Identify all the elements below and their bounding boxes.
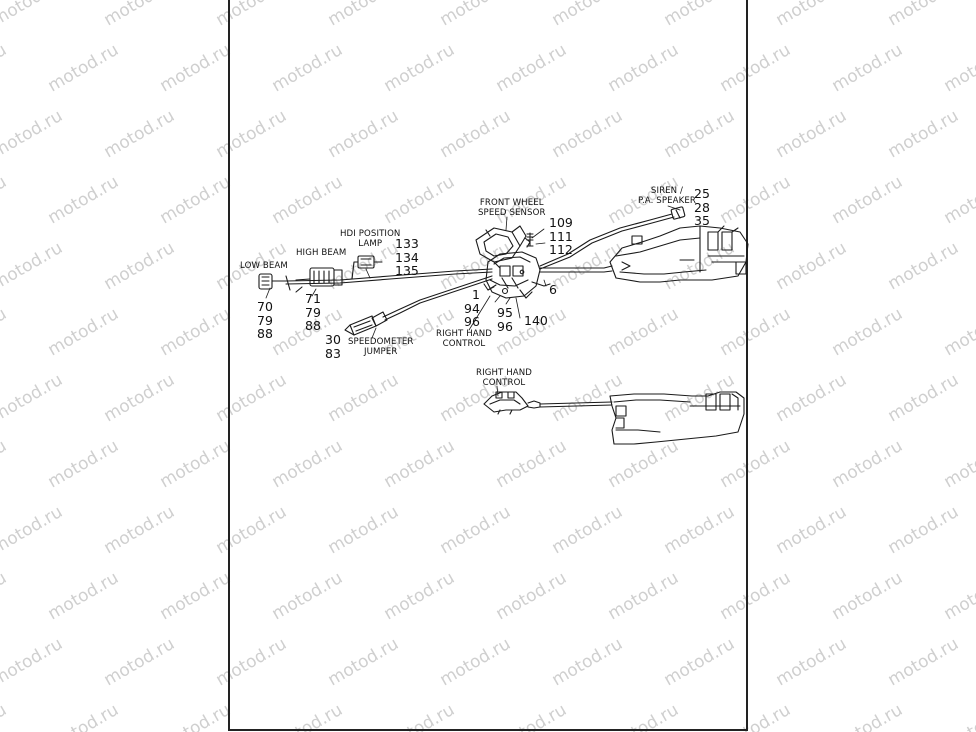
callout-hdi-lamp: 133 134 135 — [395, 236, 419, 278]
right-hand-control-assembly-bottom — [483, 391, 541, 415]
sensor-fastener — [526, 232, 534, 247]
right-hand-control-assembly-top — [483, 251, 551, 299]
handlebar-switch-housing-top — [609, 225, 749, 283]
control-cable-bottom — [539, 401, 613, 408]
page-frame — [228, 0, 748, 731]
high-beam-label: HIGH BEAM — [296, 248, 347, 258]
callout-speedometer: 30 83 — [325, 332, 341, 361]
callout-sensor: 109 111 112 — [549, 215, 573, 257]
hdi-position-lamp-label: HDI POSITION LAMP — [340, 229, 401, 249]
handlebar-switch-housing-bottom — [609, 391, 745, 445]
leader-lines — [265, 205, 681, 397]
low-beam-connector — [258, 273, 291, 291]
low-beam-label: LOW BEAM — [240, 261, 288, 271]
right-hand-control-label-bottom: RIGHT HAND CONTROL — [476, 368, 532, 388]
harness-trunk-to-housing — [539, 265, 613, 273]
front-wheel-speed-sensor-label: FRONT WHEEL SPEED SENSOR — [478, 198, 546, 218]
hdi-position-lamp-connector — [351, 255, 383, 280]
siren-pa-speaker-label: SIREN / P.A. SPEAKER — [638, 186, 696, 206]
siren-speaker-connector — [539, 206, 686, 270]
speedometer-jumper-connector — [344, 275, 493, 336]
speedometer-jumper-label: SPEEDOMETER JUMPER — [348, 337, 414, 357]
callout-control-6: 6 — [549, 282, 557, 297]
callout-low-beam: 70 79 88 — [257, 299, 273, 341]
high-beam-connector — [295, 267, 343, 293]
callout-high-beam: 71 79 88 — [305, 291, 321, 333]
callout-control-140: 140 — [524, 313, 548, 328]
front-wheel-speed-sensor — [475, 225, 531, 269]
callout-control-mid: 95 96 — [497, 305, 513, 334]
callout-siren: 25 28 35 — [694, 186, 710, 228]
callout-control-left: 1 94 96 — [464, 287, 480, 329]
right-hand-control-label-top: RIGHT HAND CONTROL — [436, 329, 492, 349]
main-harness-wire — [285, 268, 493, 285]
